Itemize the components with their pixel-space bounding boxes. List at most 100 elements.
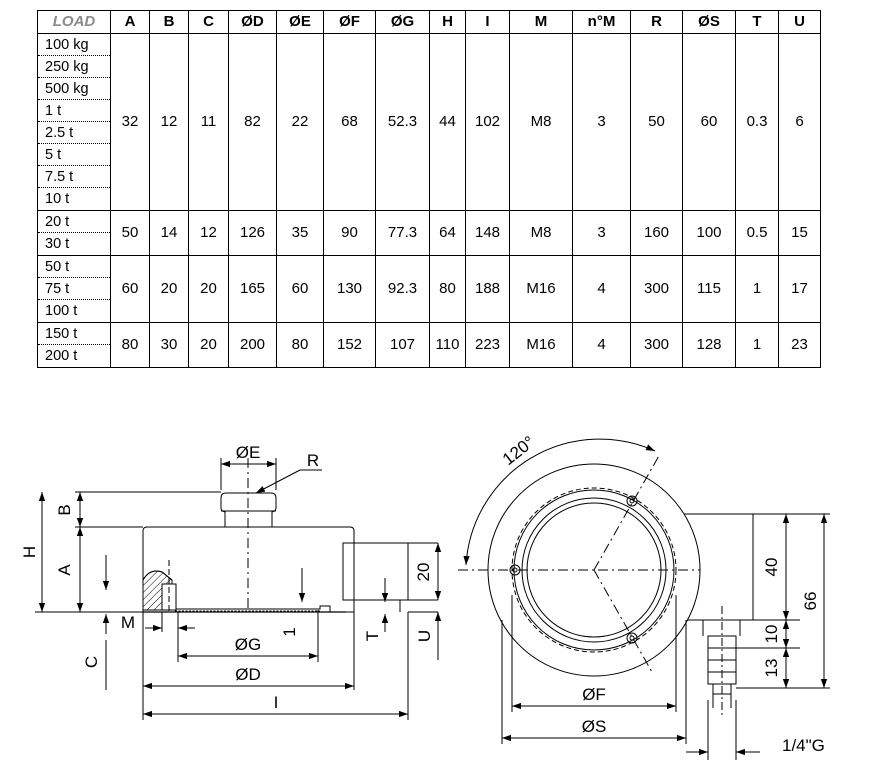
header-cell: A	[110, 10, 150, 34]
label-g: ØG	[235, 635, 261, 654]
value-cell: 60	[682, 33, 736, 211]
load-value: 2.5 t	[38, 122, 110, 144]
value-cell: 80	[276, 322, 324, 368]
top-view	[458, 438, 830, 760]
label-t: T	[363, 631, 382, 641]
value-cell: 77.3	[375, 210, 430, 256]
value-cell: 14	[149, 210, 189, 256]
load-value: 7.5 t	[38, 166, 110, 188]
value-cell: 60	[110, 255, 150, 323]
side-view-labels: ØE R B H A 20 M C ØG 1 T U ØD I	[20, 443, 434, 712]
value-cell: 50	[110, 210, 150, 256]
label-i: I	[274, 693, 279, 712]
value-cell: 90	[323, 210, 376, 256]
mount-hole	[626, 632, 638, 644]
label-f: ØF	[582, 685, 606, 704]
value-cell: 130	[323, 255, 376, 323]
value-cell: M16	[509, 322, 573, 368]
label-s: ØS	[582, 717, 607, 736]
value-cell: 4	[572, 322, 631, 368]
value-cell: 3	[572, 33, 631, 211]
value-cell: 3	[572, 210, 631, 256]
load-value: 30 t	[45, 236, 70, 252]
load-value: 100 t	[45, 303, 78, 319]
value-cell: 11	[188, 33, 229, 211]
load-cell-body	[142, 526, 355, 613]
value-cell: 300	[630, 322, 683, 368]
header-cell: M	[509, 10, 573, 34]
value-cell: 22	[276, 33, 324, 211]
label-e: ØE	[236, 443, 261, 462]
label-120: 120°	[499, 432, 538, 469]
label-u: U	[415, 630, 434, 642]
value-cell: 60	[276, 255, 324, 323]
value-cell: 223	[465, 322, 510, 368]
angle-arc	[463, 438, 656, 566]
label-10: 10	[762, 625, 781, 644]
load-value: 5 t	[38, 144, 110, 166]
label-h: H	[20, 546, 39, 558]
load-value: 500 kg	[38, 78, 110, 100]
value-cell: 0.3	[735, 33, 779, 211]
value-cell: 6	[778, 33, 821, 211]
top-connector-housing	[665, 513, 754, 621]
value-cell: 107	[375, 322, 430, 368]
value-cell: 17	[778, 255, 821, 323]
value-cell: 126	[228, 210, 277, 256]
label-20: 20	[414, 563, 433, 582]
value-cell: 0.5	[735, 210, 779, 256]
value-cell: 160	[630, 210, 683, 256]
label-1: 1	[280, 627, 299, 636]
header-cell: U	[778, 10, 821, 34]
label-40: 40	[762, 558, 781, 577]
side-view	[35, 458, 442, 720]
value-cell: 68	[323, 33, 376, 211]
value-cell: 4	[572, 255, 631, 323]
value-cell: 200	[228, 322, 277, 368]
value-cell: M8	[509, 210, 573, 256]
label-c: C	[82, 656, 101, 668]
value-cell: 148	[465, 210, 510, 256]
load-value: 1 t	[38, 100, 110, 122]
header-cell: ØE	[276, 10, 324, 34]
value-cell: 82	[228, 33, 277, 211]
value-cell: 115	[682, 255, 736, 323]
header-cell: ØF	[323, 10, 376, 34]
label-a: A	[55, 564, 74, 576]
value-cell: 80	[429, 255, 466, 323]
load-cell: 150 t 200 t	[37, 322, 111, 368]
label-b: B	[55, 504, 74, 515]
header-cell: ØD	[228, 10, 277, 34]
load-value: 50 t	[38, 256, 110, 278]
label-66: 66	[801, 592, 820, 611]
label-m: M	[121, 613, 135, 632]
header-cell: ØS	[682, 10, 736, 34]
value-cell: 20	[149, 255, 189, 323]
load-value: 150 t	[38, 323, 110, 345]
header-load: LOAD	[37, 10, 111, 34]
label-13: 13	[762, 659, 781, 678]
connector-housing	[342, 542, 409, 601]
load-value: 250 kg	[38, 56, 110, 78]
value-cell: 110	[429, 322, 466, 368]
value-cell: 300	[630, 255, 683, 323]
value-cell: 188	[465, 255, 510, 323]
load-value: 200 t	[45, 348, 78, 364]
value-cell: 23	[778, 322, 821, 368]
value-cell: 20	[188, 322, 229, 368]
label-d: ØD	[235, 665, 261, 684]
value-cell: 15	[778, 210, 821, 256]
value-cell: 1	[735, 255, 779, 323]
value-cell: 32	[110, 33, 150, 211]
load-value: 100 kg	[38, 34, 110, 56]
label-r: R	[307, 451, 319, 470]
label-thread: 1/4"G	[782, 736, 825, 755]
